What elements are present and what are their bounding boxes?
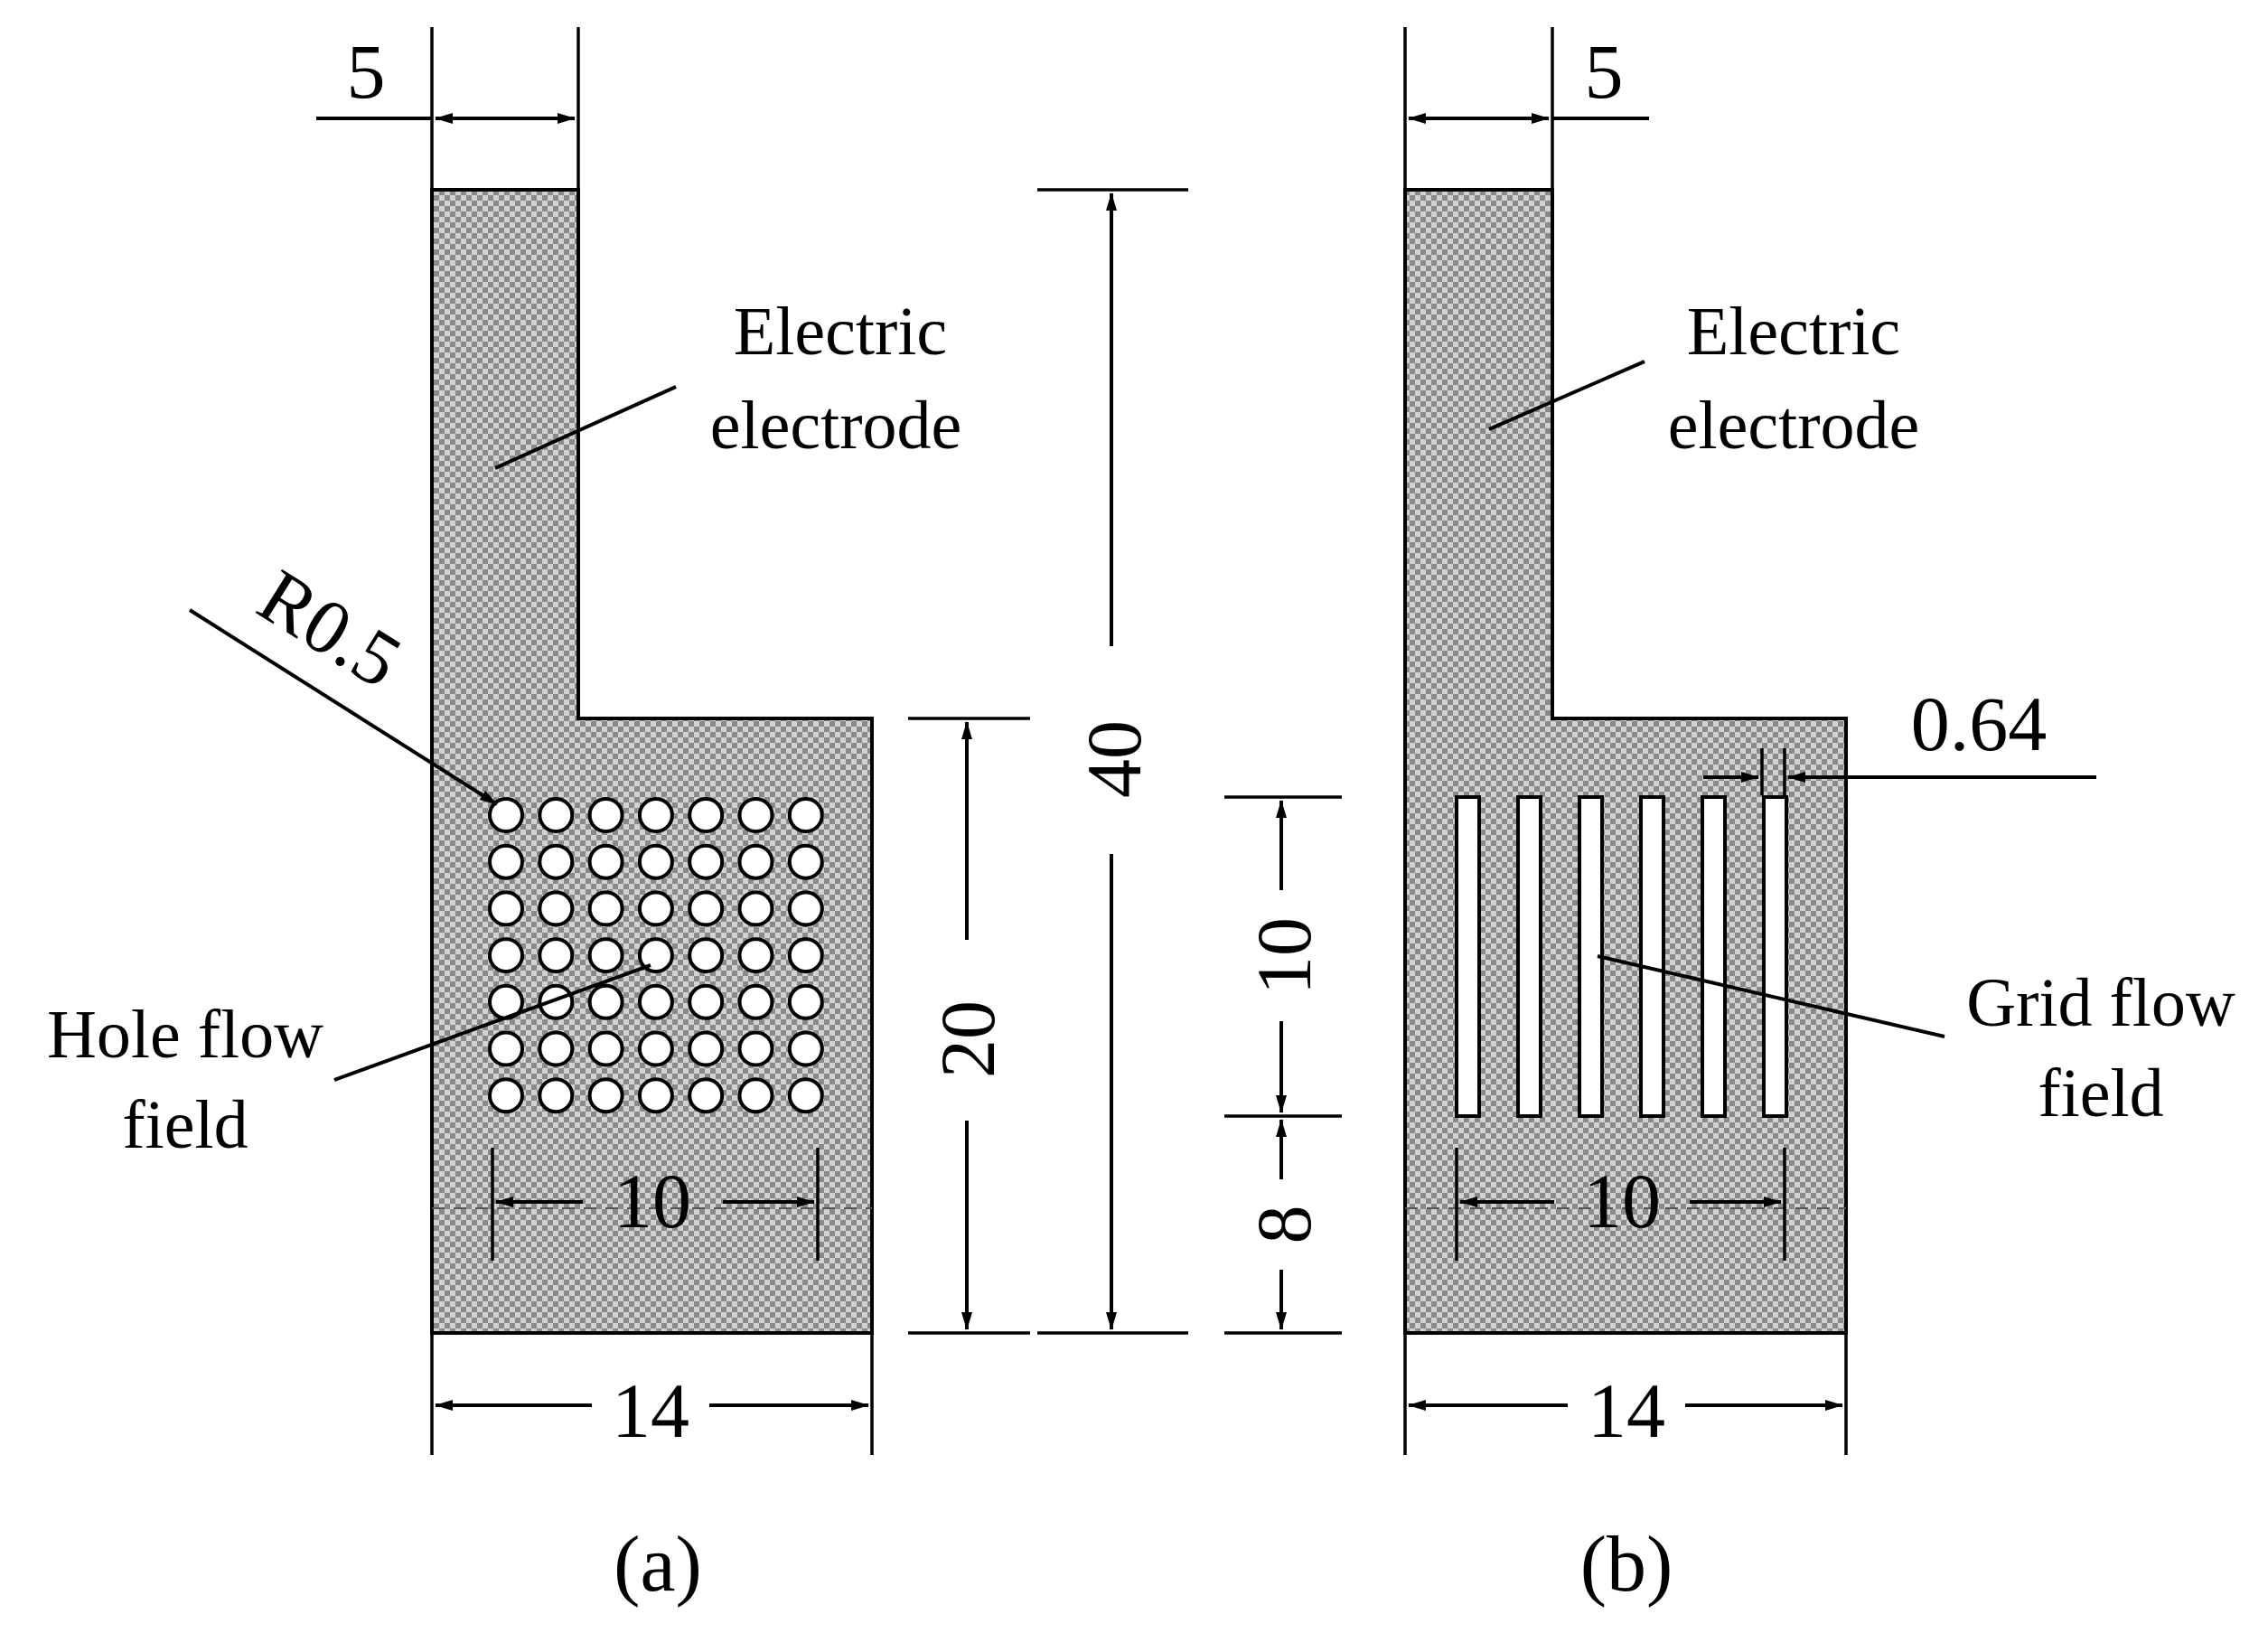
flow-hole [737,797,774,833]
flow-hole [787,1077,824,1114]
flow-hole [688,1077,725,1114]
field-label-a: Hole flow field [47,963,651,1163]
flow-hole [737,937,774,974]
dim-slot-width-b-label: 0.64 [1911,680,2048,767]
dim-lower-height-a: 20 [908,717,1030,1335]
flow-hole [637,937,674,974]
flow-hole [688,983,725,1020]
dim-top-width-a: 5 [316,27,580,190]
flow-slot [1455,795,1481,1118]
flow-hole [538,1030,575,1067]
field-label-b: Grid flow field [1597,954,2235,1131]
dim-lower-height-a-label: 20 [924,1000,1011,1078]
dim-slot-width-b: 0.64 [1703,680,2096,795]
flow-hole [538,797,575,833]
flow-slot [1762,795,1788,1118]
dim-total-height-a: 40 [1037,188,1188,1335]
field-label-a-line2: field [122,1087,248,1163]
flow-hole [587,797,624,833]
flow-slot [1701,795,1727,1118]
field-label-a-line1: Hole flow [47,997,323,1073]
flow-hole [587,1077,624,1114]
dim-total-width-b-label: 14 [1588,1367,1665,1454]
flow-hole [787,890,824,927]
flow-hole [637,843,674,880]
flow-hole [488,843,524,880]
flow-hole [488,1030,524,1067]
flow-hole [688,797,725,833]
dim-top-width-b: 5 [1403,27,1649,190]
flow-hole [587,937,624,974]
flow-hole [737,1030,774,1067]
flow-hole [538,890,575,927]
flow-hole [787,983,824,1020]
dim-total-width-b: 14 [1403,1333,1848,1455]
flow-hole [737,843,774,880]
flow-hole [538,983,575,1020]
flow-hole [637,983,674,1020]
dim-top-width-b-label: 5 [1585,28,1624,115]
flow-hole [688,1030,725,1067]
electrode-label-a: Electric electrode [494,294,961,470]
flow-hole [637,890,674,927]
electrode-label-b: Electric electrode [1488,294,1919,464]
flow-slot [1639,795,1665,1118]
flow-hole [587,1030,624,1067]
flow-hole [587,843,624,880]
caption-a: (a) [614,1521,702,1609]
flow-hole [737,890,774,927]
field-label-b-line1: Grid flow [1966,965,2235,1041]
electrode-label-a-line1: Electric [734,294,947,370]
dim-bottom-gap-b-label: 8 [1241,1206,1327,1244]
flow-slot [1516,795,1542,1118]
flow-hole [488,797,524,833]
dim-field-width-b: 10 [1405,1148,1846,1261]
flow-hole [538,937,575,974]
flow-hole [587,890,624,927]
dim-field-width-a: 10 [432,1148,872,1261]
caption-b: (b) [1580,1521,1673,1609]
flow-hole [488,937,524,974]
dim-hole-radius-a-label: R0.5 [244,552,417,705]
panel-b: 5 Electric electrode 0.64 Grid flow fiel… [1224,27,2235,1609]
flow-hole [637,797,674,833]
dim-bottom-gap-b: 8 [1224,1119,1342,1335]
flow-hole [688,890,725,927]
flow-hole [688,843,725,880]
dim-total-height-a-label: 40 [1071,720,1157,798]
dim-field-height-b-label: 10 [1241,917,1327,995]
flow-hole [637,1077,674,1114]
electrode-label-a-line2: electrode [710,388,961,464]
electrode-label-b-line2: electrode [1668,388,1919,464]
flow-hole [688,937,725,974]
flow-hole [488,890,524,927]
field-label-b-line2: field [2038,1056,2163,1131]
grid-flow-field-b [1455,795,1788,1118]
dim-total-width-a-label: 14 [612,1367,689,1454]
flow-hole [637,1030,674,1067]
flow-hole [787,797,824,833]
dim-field-width-b-label: 10 [1583,1158,1661,1244]
flow-hole [737,983,774,1020]
flow-hole [787,937,824,974]
electrode-label-b-line1: Electric [1687,294,1900,370]
flow-hole [538,1077,575,1114]
panel-a: 5 Electric electrode R0.5 Hole flow fiel… [47,27,1188,1609]
flow-hole [787,843,824,880]
flow-hole [538,843,575,880]
hole-flow-field-a [488,797,824,1114]
dim-top-width-a-label: 5 [347,28,386,115]
flow-hole [737,1077,774,1114]
flow-hole [488,1077,524,1114]
flow-hole [587,983,624,1020]
dim-total-width-a: 14 [430,1333,874,1455]
dim-field-height-b: 10 [1224,795,1342,1118]
flow-hole [787,1030,824,1067]
dim-field-width-a-label: 10 [614,1158,691,1244]
